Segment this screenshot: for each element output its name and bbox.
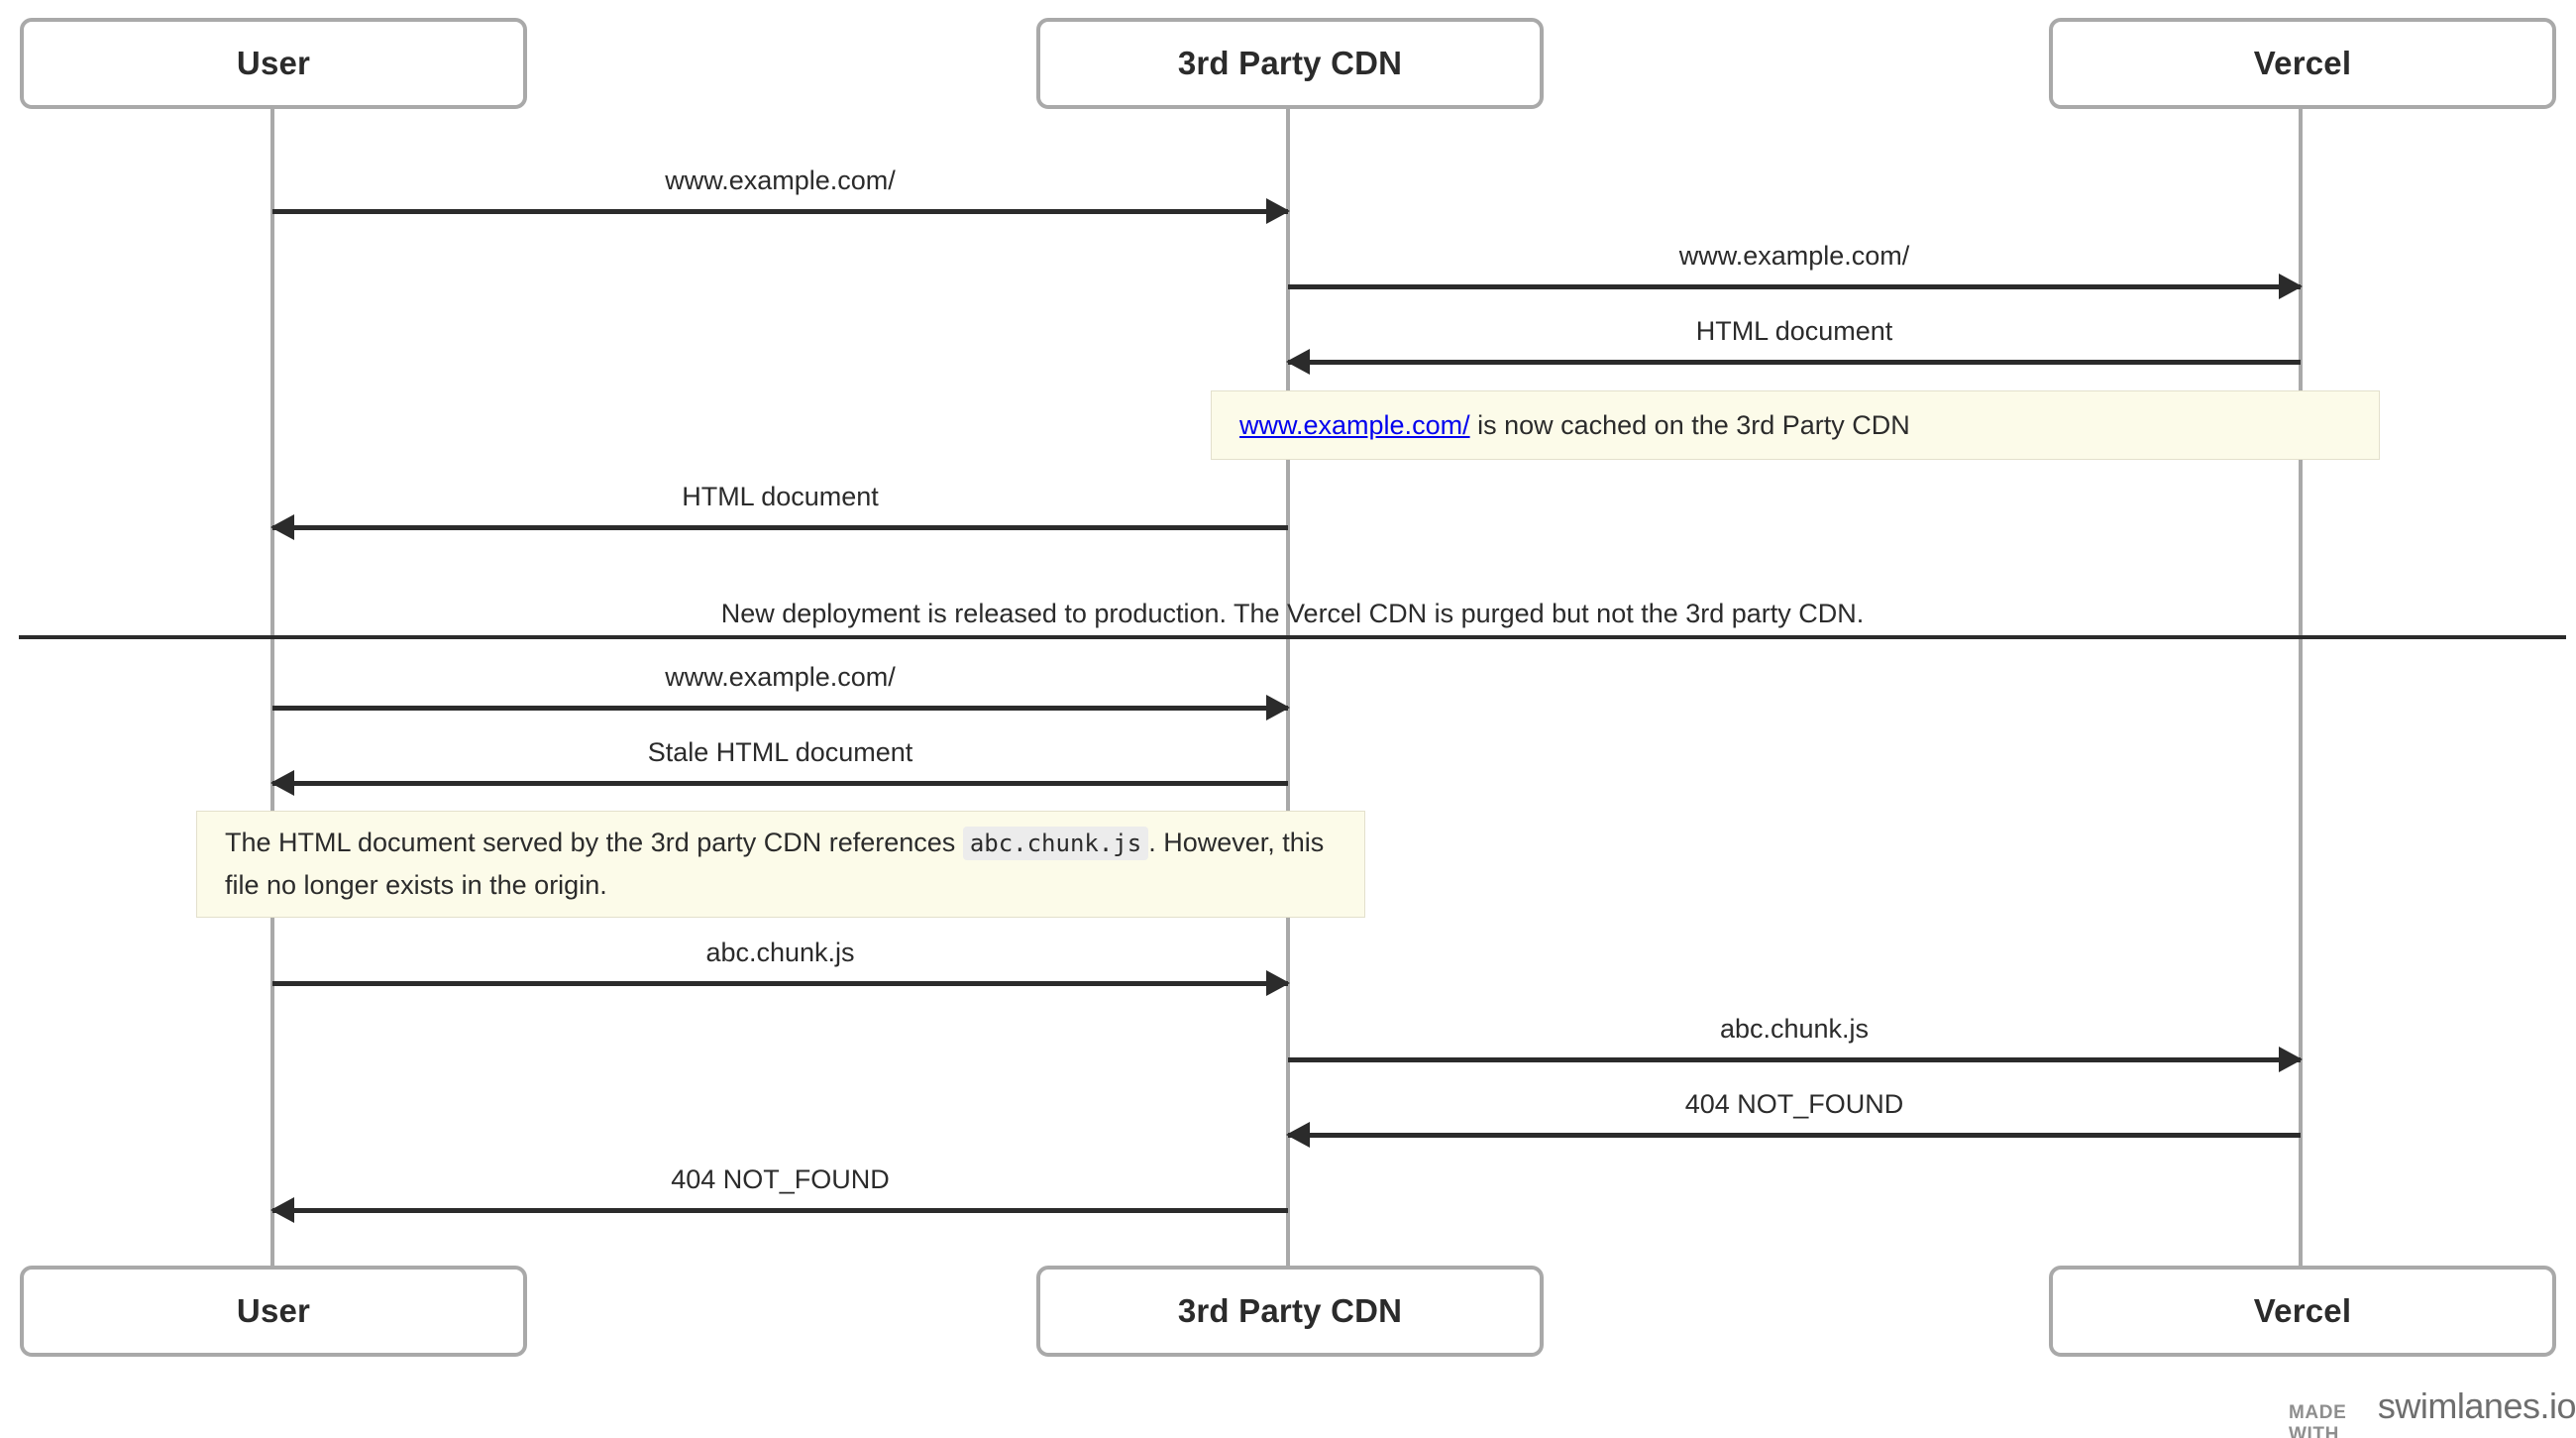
note-inline-code: abc.chunk.js — [962, 827, 1149, 861]
note-text: www.example.com/ is now cached on the 3r… — [1239, 404, 1910, 447]
message-label: HTML document — [1695, 316, 1893, 346]
note-note-missing-chunk[interactable]: The HTML document served by the 3rd part… — [196, 811, 1365, 918]
header-participant-vercel[interactable]: Vercel — [2049, 18, 2556, 109]
footer-participant-user[interactable]: User — [20, 1266, 527, 1357]
note-text-after-code: . However, this file no longer exists in… — [225, 828, 1325, 900]
message-label: Stale HTML document — [647, 737, 913, 767]
message-label: abc.chunk.js — [705, 938, 855, 967]
arrowhead-left-icon — [270, 1197, 294, 1223]
participant-label: Vercel — [2253, 1292, 2352, 1329]
arrowhead-left-icon — [270, 514, 294, 540]
swimlanes-branding[interactable]: MADE WITH swimlanes.io — [2289, 1385, 2576, 1438]
note-text: The HTML document served by the 3rd part… — [225, 822, 1337, 906]
section-divider-line — [19, 635, 2566, 639]
message-line — [272, 981, 1288, 986]
lifeline-cdn — [1286, 109, 1290, 1266]
participant-label: 3rd Party CDN — [1177, 45, 1403, 81]
message-line — [272, 781, 1288, 786]
message-line — [1288, 1057, 2301, 1062]
footer-participant-vercel[interactable]: Vercel — [2049, 1266, 2556, 1357]
message-label: abc.chunk.js — [1719, 1014, 1870, 1044]
arrowhead-right-icon — [2279, 274, 2303, 299]
message-label: www.example.com/ — [1678, 241, 1910, 271]
participant-label: User — [236, 45, 311, 81]
note-note-cached[interactable]: www.example.com/ is now cached on the 3r… — [1211, 390, 2380, 460]
participant-label: User — [236, 1292, 311, 1329]
arrowhead-right-icon — [1266, 198, 1290, 224]
note-text-before-code: The HTML document served by the 3rd part… — [225, 828, 963, 858]
message-line — [1288, 284, 2301, 289]
message-label: HTML document — [682, 482, 879, 511]
brand-name: swimlanes.io — [2377, 1385, 2576, 1426]
message-line — [272, 706, 1288, 711]
message-line — [272, 525, 1288, 530]
arrowhead-right-icon — [1266, 970, 1290, 996]
arrowhead-right-icon — [1266, 695, 1290, 720]
arrowhead-left-icon — [270, 770, 294, 796]
message-line — [272, 1208, 1288, 1213]
message-label: www.example.com/ — [665, 662, 896, 692]
message-line — [272, 209, 1288, 214]
arrowhead-left-icon — [1286, 349, 1310, 375]
participant-label: 3rd Party CDN — [1177, 1292, 1403, 1329]
message-label: 404 NOT_FOUND — [671, 1164, 890, 1194]
arrowhead-right-icon — [2279, 1047, 2303, 1072]
header-participant-user[interactable]: User — [20, 18, 527, 109]
lifeline-user — [270, 109, 274, 1266]
arrowhead-left-icon — [1286, 1122, 1310, 1148]
message-line — [1288, 1133, 2301, 1138]
message-line — [1288, 360, 2301, 365]
section-divider-label: New deployment is released to production… — [720, 599, 1865, 628]
message-label: 404 NOT_FOUND — [1684, 1089, 1904, 1119]
message-label: www.example.com/ — [665, 166, 896, 195]
note-text-after-link: is now cached on the 3rd Party CDN — [1469, 409, 1910, 440]
note-link[interactable]: www.example.com/ — [1239, 409, 1470, 440]
made-with-label: MADE WITH — [2289, 1402, 2347, 1438]
lifeline-vercel — [2299, 109, 2303, 1266]
participant-label: Vercel — [2253, 45, 2352, 81]
header-participant-cdn[interactable]: 3rd Party CDN — [1036, 18, 1544, 109]
footer-participant-cdn[interactable]: 3rd Party CDN — [1036, 1266, 1544, 1357]
